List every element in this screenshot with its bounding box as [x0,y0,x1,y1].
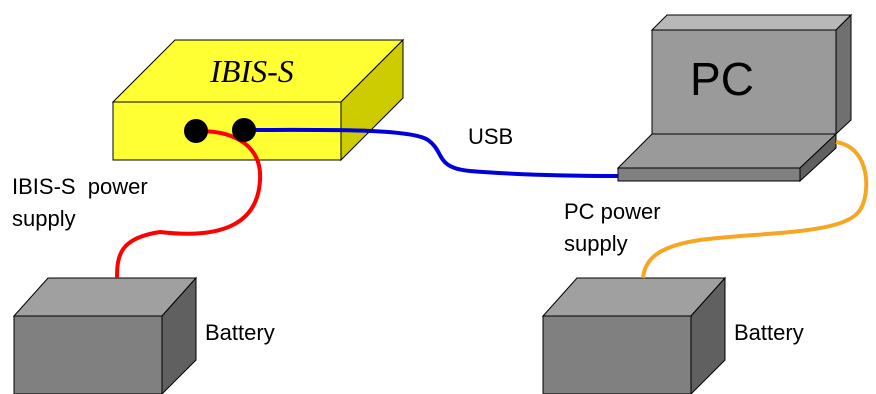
pc-power-label-line2: supply [564,231,628,256]
red-power-cable [115,128,263,279]
battery-left-side [161,276,197,394]
pc-laptop: PC [616,13,853,183]
usb-cable [243,127,619,178]
battery-right [541,276,727,394]
pc-power-label-line1: PC power [564,199,661,224]
battery-left-front [13,315,163,394]
connector-dot-usb [232,118,256,142]
connector-dot-power [184,119,208,143]
orange-power-cable [641,140,869,279]
pc-screen-side [650,14,853,31]
pc-screen-edge [835,13,852,136]
pc-label: PC [690,53,754,105]
pc-keyboard-side [799,132,837,183]
ibis-power-label-line1: IBIS-S power [12,174,148,199]
pc-keyboard-front [617,167,801,182]
battery-left [12,276,198,394]
device-title: IBIS-S [209,53,294,89]
ibis-s-device: IBIS-S [111,38,405,162]
battery-right-front [542,315,692,394]
usb-label: USB [468,124,513,149]
battery-right-label: Battery [734,320,804,345]
battery-right-side [690,276,726,394]
pc-keyboard-top [616,133,838,169]
battery-left-label: Battery [205,320,275,345]
ibis-power-label-line2: supply [12,206,76,231]
